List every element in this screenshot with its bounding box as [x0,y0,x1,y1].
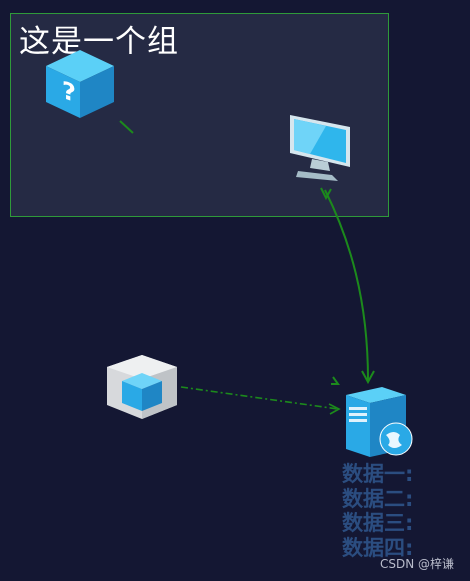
edge-arrowhead-end [361,370,375,385]
server-data-label-2: 数据二: [342,486,414,511]
watermark: CSDN @梓谦 [379,557,454,571]
edge-container-server[interactable] [180,386,339,410]
group-container[interactable] [10,13,389,217]
group-title: 这是一个组 [19,24,179,60]
edge-marker [331,376,340,385]
server-data-labels: 数据一: 数据二: 数据三: 数据四: [342,462,452,560]
server-data-label-1: 数据一: [342,462,414,486]
question-cube-icon[interactable]: ? [44,48,116,120]
server-data-label-4: 数据四: [342,535,414,560]
web-server-icon[interactable] [342,385,414,459]
container-cube-icon[interactable] [105,355,179,421]
svg-text:?: ? [62,75,76,108]
server-data-label-3: 数据三: [342,511,414,535]
edge-monitor-server[interactable] [324,189,369,381]
edge-arrowhead-container [328,403,341,415]
edge-arrowhead-start [320,187,332,201]
monitor-icon[interactable] [286,113,354,183]
group-edge-stub [119,120,134,134]
